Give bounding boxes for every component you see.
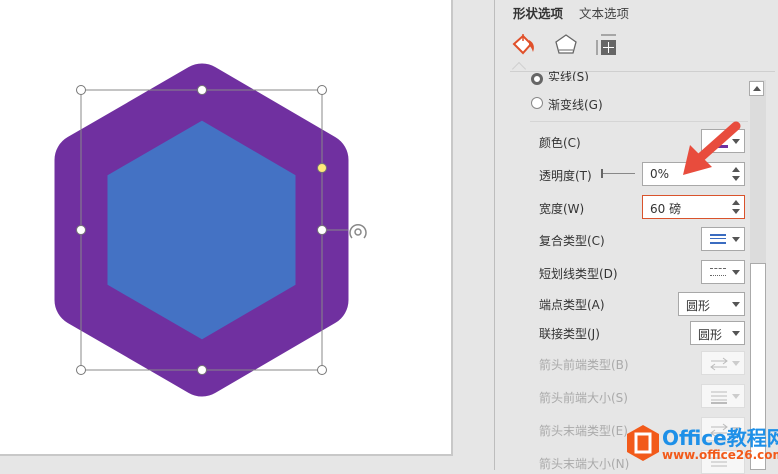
begin-arrow-type-dropdown[interactable] (701, 351, 745, 375)
color-label: 颜色(C) (539, 136, 581, 150)
office-logo-icon (627, 425, 659, 461)
watermark-url: www.office26.com (662, 448, 778, 462)
spin-down-icon[interactable] (732, 176, 740, 181)
compound-type-label: 复合类型(C) (539, 234, 605, 248)
section-separator (510, 71, 775, 72)
cap-type-label: 端点类型(A) (539, 298, 605, 312)
width-input[interactable]: 60 磅 (642, 195, 745, 219)
pane-divider[interactable] (494, 0, 495, 470)
solid-line-label: 实线(S) (548, 71, 589, 81)
divider (530, 121, 748, 122)
begin-arrow-size-dropdown[interactable] (701, 384, 745, 408)
begin-arrow-type-label: 箭头前端类型(B) (539, 358, 629, 372)
gradient-line-label: 渐变线(G) (548, 98, 603, 112)
spin-up-icon[interactable] (732, 200, 740, 205)
spin-down-icon[interactable] (732, 209, 740, 214)
size-lines-icon (711, 457, 727, 467)
tab-indicator (511, 61, 527, 77)
spin-up-icon[interactable] (732, 167, 740, 172)
adjust-handle[interactable] (317, 163, 327, 173)
transparency-value: 0% (650, 167, 670, 181)
tab-text-options[interactable]: 文本选项 (579, 6, 630, 21)
resize-handle-n[interactable] (197, 85, 207, 95)
scroll-up-button[interactable] (749, 81, 764, 96)
end-arrow-size-label: 箭头末端大小(N) (539, 457, 630, 471)
cap-type-dropdown[interactable]: 圆形 (678, 292, 745, 316)
size-lines-icon (711, 391, 727, 404)
compound-line-icon (710, 234, 726, 244)
watermark: Office教程网 www.office26.com (620, 420, 778, 470)
slide-canvas[interactable] (0, 0, 453, 456)
color-picker[interactable] (701, 129, 745, 153)
fill-line-icon[interactable] (511, 32, 537, 58)
begin-arrow-size-label: 箭头前端大小(S) (539, 391, 628, 405)
hexagon-shape[interactable] (54, 63, 349, 397)
transparency-input[interactable]: 0% (642, 162, 745, 186)
end-arrow-type-dropdown[interactable] (701, 417, 745, 441)
solid-line-radio[interactable] (531, 73, 543, 85)
join-type-value: 圆形 (698, 328, 723, 342)
dash-type-label: 短划线类型(D) (539, 267, 618, 281)
arrow-icon (710, 423, 728, 437)
arrow-icon (710, 357, 728, 371)
join-type-dropdown[interactable]: 圆形 (690, 321, 745, 345)
size-properties-icon[interactable] (594, 32, 620, 58)
dash-type-dropdown[interactable] (701, 260, 745, 284)
effects-pentagon-icon[interactable] (553, 32, 579, 58)
compound-type-dropdown[interactable] (701, 227, 745, 251)
watermark-title: Office教程网 (662, 426, 778, 450)
resize-handle-nw[interactable] (76, 85, 86, 95)
tab-shape-options[interactable]: 形状选项 (513, 6, 564, 21)
resize-handle-e[interactable] (317, 225, 327, 235)
transparency-slider[interactable] (601, 169, 635, 178)
resize-handle-se[interactable] (317, 365, 327, 375)
transparency-label: 透明度(T) (539, 169, 592, 183)
join-type-label: 联接类型(J) (539, 327, 600, 341)
rotate-handle-icon[interactable] (326, 223, 367, 239)
width-label: 宽度(W) (539, 202, 585, 216)
resize-handle-sw[interactable] (76, 365, 86, 375)
scroll-up-icon (753, 86, 761, 91)
gradient-line-radio[interactable] (531, 97, 543, 109)
color-swatch (714, 145, 728, 148)
resize-handle-ne[interactable] (317, 85, 327, 95)
resize-handle-s[interactable] (197, 365, 207, 375)
cap-type-value: 圆形 (686, 299, 711, 313)
end-arrow-type-label: 箭头末端类型(E) (539, 424, 628, 438)
dash-line-icon (710, 268, 726, 276)
resize-handle-w[interactable] (76, 225, 86, 235)
width-value: 60 磅 (650, 202, 682, 216)
